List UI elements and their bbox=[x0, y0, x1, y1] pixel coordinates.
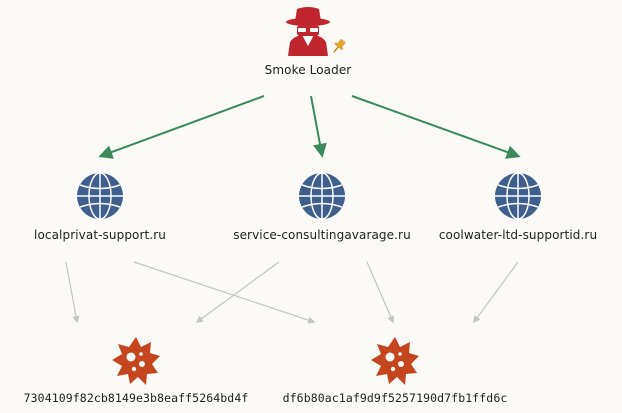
edge-root-to-domain-2 bbox=[310, 95, 327, 158]
pin-icon bbox=[333, 39, 346, 53]
domain-node-label[interactable]: service-consultingavarage.ru bbox=[233, 228, 411, 242]
file-node-label[interactable]: df6b80ac1af9d9f5257190d7fb1ffd6c bbox=[282, 391, 508, 405]
edge-domain-2-to-file-1 bbox=[195, 261, 280, 323]
globe-icon[interactable] bbox=[77, 172, 123, 220]
edge-domain-2-to-file-2 bbox=[366, 261, 395, 324]
globe-icon[interactable] bbox=[299, 172, 345, 220]
edge-domain-1-to-file-1 bbox=[65, 261, 80, 324]
spy-icon[interactable] bbox=[286, 7, 330, 56]
root-node-label[interactable]: Smoke Loader bbox=[264, 63, 352, 77]
malware-icon[interactable] bbox=[112, 337, 160, 385]
domain-node-label[interactable]: coolwater-ltd-supportid.ru bbox=[438, 228, 598, 242]
malware-icon[interactable] bbox=[371, 337, 419, 385]
edge-root-to-domain-1 bbox=[98, 95, 265, 159]
edge-root-to-domain-3 bbox=[351, 95, 521, 159]
domain-node-label[interactable]: localprivat-support.ru bbox=[34, 228, 166, 242]
edge-domain-3-to-file-2 bbox=[473, 261, 519, 324]
globe-icon[interactable] bbox=[495, 172, 541, 220]
file-node-label[interactable]: 7304109f82cb8149e3b8eaff5264bd4f bbox=[23, 391, 249, 405]
edge-domain-1-to-file-2 bbox=[133, 261, 316, 324]
